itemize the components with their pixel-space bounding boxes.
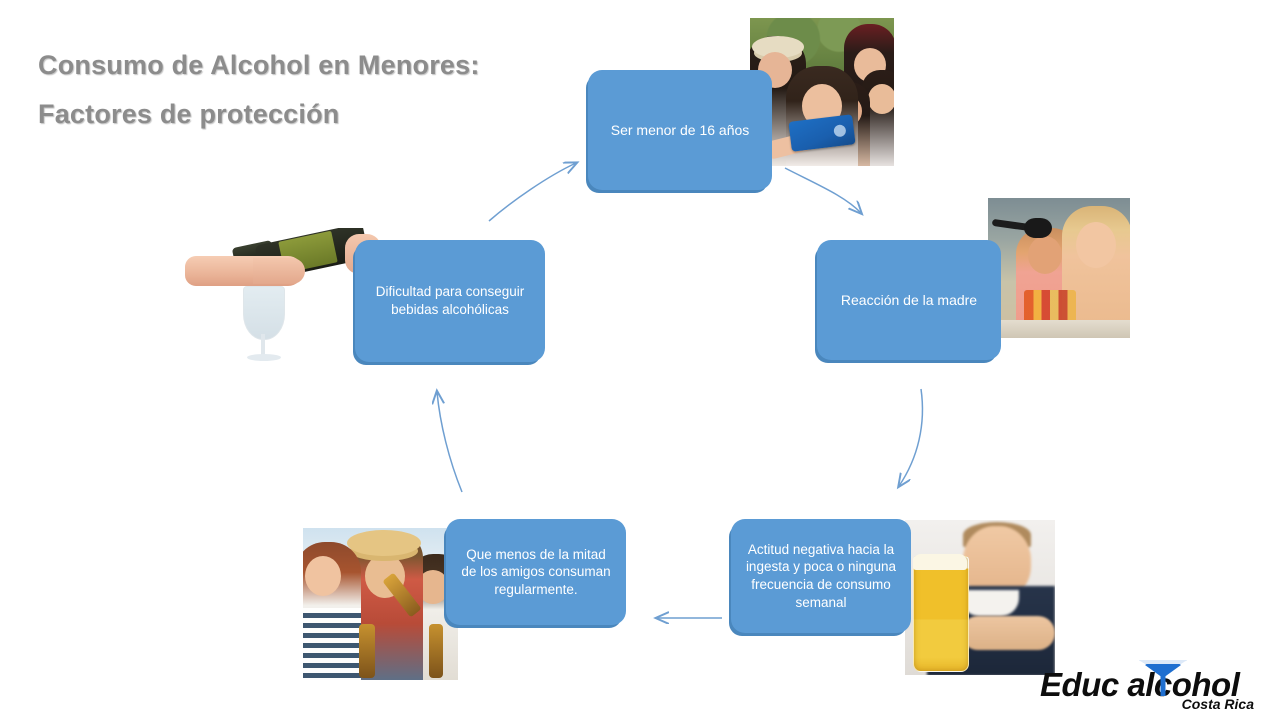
- photo-mother-and-daughter: [988, 198, 1130, 338]
- node-label: Dificultad para conseguir bebidas alcohó…: [375, 284, 525, 317]
- photo-man-with-beer: [905, 520, 1055, 675]
- arrow-mother-to-attitude: [899, 388, 924, 486]
- photo-selfie-group: [750, 18, 894, 166]
- photo-friends-drinking: [303, 528, 458, 680]
- node-actitud-negativa[interactable]: Actitud negativa hacia la ingesta y poca…: [731, 519, 911, 633]
- node-amigos-consuman[interactable]: Que menos de la mitad de los amigos cons…: [446, 519, 626, 625]
- title-line-primary: Consumo de Alcohol en Menores:: [38, 50, 480, 80]
- logo-wordmark: Educ alcohol: [1040, 666, 1240, 703]
- photo-refusing-wine: [185, 228, 381, 364]
- funnel-triangle-icon: [1139, 660, 1187, 696]
- page-title: Consumo de Alcohol en Menores: Factores …: [38, 48, 598, 131]
- educalcohol-logo: Educ alcohol Costa Rica: [1040, 660, 1268, 712]
- arrow-friends-to-difficulty: [437, 392, 463, 493]
- node-dificultad-conseguir-bebidas[interactable]: Dificultad para conseguir bebidas alcohó…: [355, 240, 545, 362]
- logo-subtitle: Costa Rica: [1181, 696, 1254, 712]
- node-label: Ser menor de 16 años: [610, 121, 750, 138]
- node-ser-menor-de-16-anos[interactable]: Ser menor de 16 años: [588, 70, 772, 190]
- title-line-secondary: Factores de protección: [38, 99, 340, 129]
- arrow-difficulty-to-age: [488, 163, 576, 222]
- node-label: Que menos de la mitad de los amigos cons…: [461, 546, 611, 597]
- node-label: Actitud negativa hacia la ingesta y poca…: [745, 541, 897, 610]
- node-reaccion-de-la-madre[interactable]: Reacción de la madre: [817, 240, 1001, 360]
- arrow-age-to-mother: [784, 167, 861, 213]
- node-label: Reacción de la madre: [840, 291, 978, 308]
